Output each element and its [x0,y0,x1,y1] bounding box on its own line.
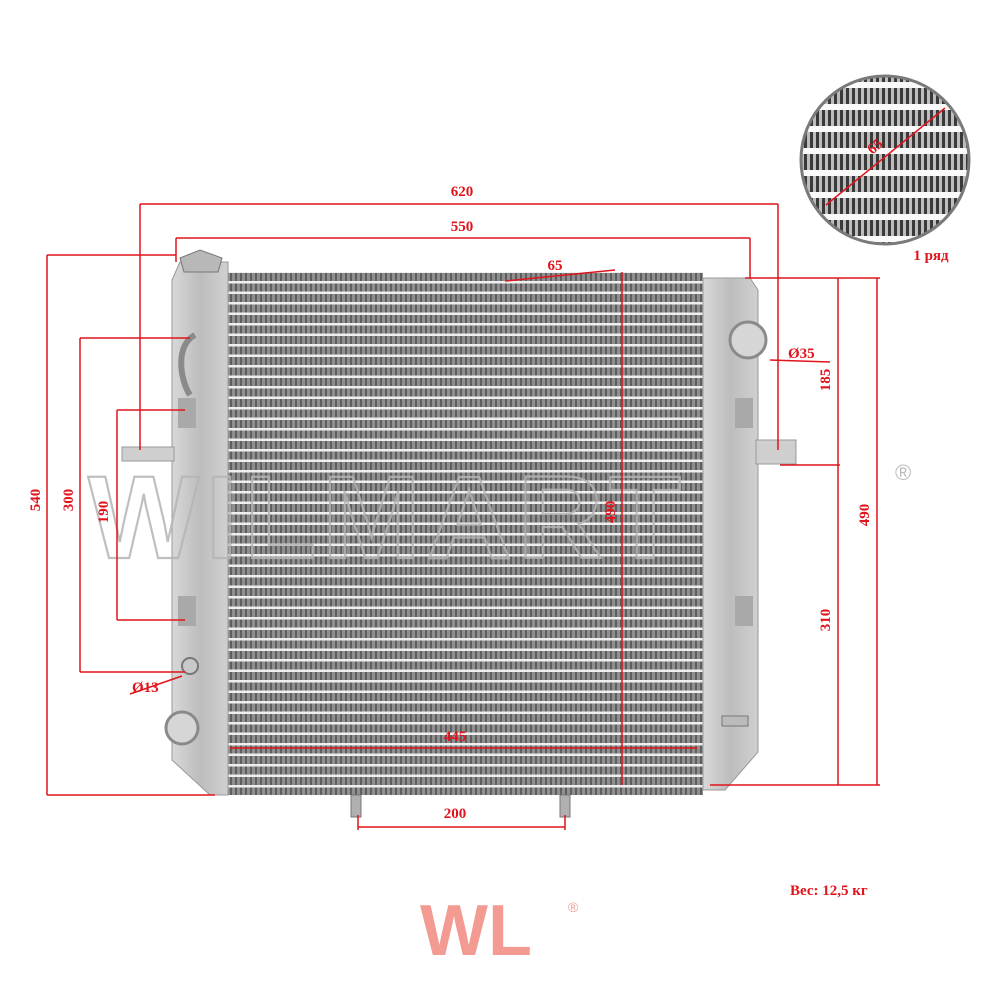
dim-200: 200 [444,806,467,822]
logo-text: WL [420,891,532,971]
dim-550: 550 [451,219,474,235]
right-mount-tab [755,439,797,465]
inset-caption: 1 ряд [913,248,949,264]
dim-65: 65 [548,258,563,274]
small-nipple [181,657,199,675]
dimension-lines [46,203,880,830]
bracket [735,398,753,428]
mount-foot [559,794,571,818]
dim-d13: Ø13 [132,680,159,696]
left-mount-tab [121,446,175,462]
dimension-labels: 620 550 65 540 300 190 Ø13 Ø35 185 310 4… [28,184,873,822]
logo-registered: ® [568,899,579,915]
bracket [178,398,196,428]
radiator-core [225,272,703,795]
watermark-text: WILMART [88,452,687,584]
radiator [121,249,797,818]
top-filler-neck [179,249,223,273]
overflow-tube [178,332,197,397]
dim-310: 310 [818,609,834,632]
dim-300: 300 [61,489,77,512]
dim-445: 445 [444,729,467,745]
drain-plug [721,715,749,727]
bracket [735,596,753,626]
weight-label: Вес: 12,5 кг [790,883,868,899]
outlet-pipe [728,320,768,360]
inlet-pipe [164,710,200,746]
watermark-registered: ® [895,460,911,485]
dim-190: 190 [96,501,112,524]
bracket [178,596,196,626]
mount-foot [350,794,362,818]
dim-185: 185 [818,369,834,392]
dim-540: 540 [28,489,44,512]
core-detail-inset: 65 1 ряд [799,74,971,264]
dim-620: 620 [451,184,474,200]
dim-490-outer: 490 [857,504,873,527]
dim-490-core: 490 [603,501,619,524]
wl-logo: WL ® [420,891,579,971]
dim-d35: Ø35 [788,346,815,362]
watermark: WILMART ® [87,451,911,585]
